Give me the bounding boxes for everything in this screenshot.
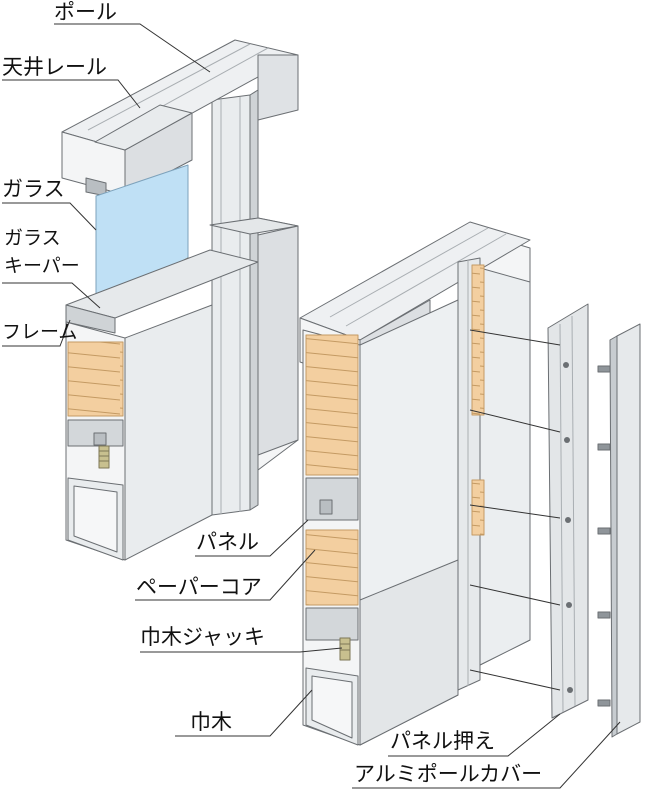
screws — [597, 365, 611, 707]
label-paper-core: ペーパーコア — [136, 575, 262, 599]
paper-core-leader — [135, 549, 316, 601]
screw-holes — [563, 362, 573, 693]
left-panel-side — [124, 304, 213, 561]
label-panel-holder: パネル押え — [390, 729, 495, 753]
pole-cover-leader — [352, 721, 621, 789]
ceiling-rail-leader — [2, 79, 141, 109]
panel-leader — [195, 519, 309, 557]
baseboard-leader — [175, 689, 313, 737]
left-baseboard-jack — [98, 445, 110, 469]
glass-leader — [2, 202, 97, 231]
left-paper-core — [67, 341, 124, 417]
label-frame: フレーム — [2, 321, 78, 343]
right-paper-core-lower — [305, 529, 359, 606]
label-glass-keeper-line2: キーパー — [4, 255, 80, 277]
label-glass: ガラス — [2, 177, 65, 201]
panel-holder-leader — [388, 713, 561, 757]
baseboard-jack-leader — [140, 647, 343, 653]
label-ceiling-rail: 天井レール — [2, 55, 107, 79]
frame-leader — [2, 319, 71, 347]
right-baseboard-jack — [339, 637, 351, 661]
panel-holder — [547, 303, 589, 719]
right-assembly — [299, 221, 641, 746]
left-pole-side — [249, 89, 259, 511]
glass-keeper-leader — [2, 282, 101, 309]
label-aluminum-pole-cover: アルミポールカバー — [354, 762, 543, 786]
aluminum-pole-cover — [616, 323, 641, 735]
right-paper-core-upper — [305, 334, 359, 476]
label-baseboard: 巾木 — [190, 710, 232, 734]
label-panel: パネル — [196, 530, 259, 554]
left-rear-panel-side — [257, 225, 299, 456]
label-baseboard-jack: 巾木ジャッキ — [140, 625, 265, 649]
label-glass-keeper-line1: ガラス — [4, 227, 61, 249]
leader-lines — [2, 23, 621, 789]
pole-leader — [54, 23, 211, 73]
left-assembly — [61, 39, 299, 561]
label-pole: ポール — [54, 0, 117, 24]
left-pole-front — [211, 94, 251, 516]
